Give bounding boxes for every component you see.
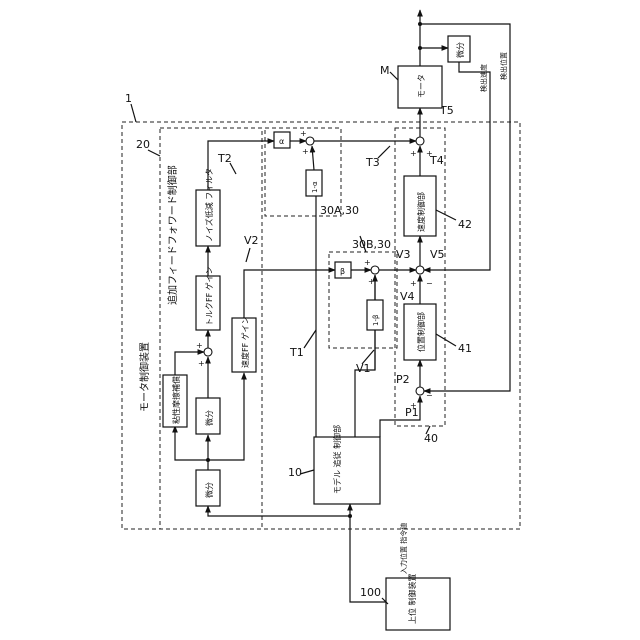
- v2-label: V2: [244, 234, 259, 247]
- position-controller-label: 位置制御部: [416, 312, 426, 352]
- motor-control-device-label: モータ制御装置: [138, 342, 151, 412]
- svg-text:+: +: [364, 258, 371, 267]
- svg-text:+: +: [198, 359, 205, 368]
- motor-tag-label: M: [380, 64, 390, 77]
- p1-label: P1: [405, 406, 419, 419]
- position-sum-junction: [416, 387, 424, 395]
- model-tracking-unit-label: モデル 追従 制御部: [332, 425, 342, 494]
- one-minus-beta-label: 1-β: [372, 315, 380, 326]
- model-tracking-unit-block: [314, 437, 380, 504]
- differentiator-label-a: 微分: [204, 410, 214, 426]
- noise-reduction-filter-label: ノイズ低減 フィルタ: [204, 168, 214, 242]
- additional-ff-unit-label: 追加フィードフォワード制御部: [166, 165, 179, 305]
- alpha-sum-junction: [306, 137, 314, 145]
- speed-controller-label: 速度制御部: [416, 192, 426, 232]
- svg-text:+: +: [410, 149, 417, 158]
- p2-label: P2: [396, 373, 410, 386]
- number-42-label: 42: [458, 218, 472, 231]
- upper-controller-label: 上位 制御装置: [407, 573, 417, 624]
- v5-label: V5: [430, 248, 445, 261]
- device-number-label: 1: [125, 92, 132, 105]
- differentiator-label-top: 微分: [455, 42, 465, 58]
- beta-label: β: [340, 267, 345, 276]
- svg-text:−: −: [426, 279, 433, 288]
- detected-speed-label: 検出速度: [479, 64, 488, 92]
- label-30b: 30B,30: [352, 238, 391, 251]
- t4-label: T4: [429, 154, 444, 167]
- t2-label: T2: [217, 152, 232, 165]
- torque-ff-gain-label: トルクFF ゲイン: [204, 266, 214, 326]
- ff-sum-junction: [204, 348, 212, 356]
- alpha-label: α: [279, 137, 284, 146]
- t3-label: T3: [365, 156, 380, 169]
- v1-label: V1: [356, 362, 371, 375]
- svg-text:+: +: [196, 341, 203, 350]
- viscous-friction-comp-label: 粘性摩擦補償: [171, 376, 181, 424]
- motor-label: モータ: [417, 74, 426, 98]
- detected-position-label: 検出位置: [499, 52, 508, 80]
- number-41-label: 41: [458, 342, 472, 355]
- number-20-label: 20: [136, 138, 150, 151]
- svg-text:+: +: [302, 147, 309, 156]
- v4-label: V4: [400, 290, 415, 303]
- svg-text:+: +: [410, 279, 417, 288]
- svg-text:+: +: [300, 129, 307, 138]
- input-position-command-label: 入力位置 指令値: [399, 523, 408, 574]
- svg-text:+: +: [368, 277, 375, 286]
- svg-text:−: −: [426, 391, 433, 400]
- speed-sum-junction: [416, 266, 424, 274]
- number-100-label: 100: [360, 586, 381, 599]
- number-10-label: 10: [288, 466, 302, 479]
- upper-controller-block: [386, 578, 450, 630]
- label-30a: 30A,30: [320, 204, 359, 217]
- t1-label: T1: [289, 346, 304, 359]
- one-minus-alpha-label: 1-α: [311, 181, 319, 193]
- torque-sum-junction: [416, 137, 424, 145]
- v3-label: V3: [396, 248, 411, 261]
- differentiator-label-b: 微分: [204, 482, 214, 498]
- speed-ff-gain-label: 速度FF ゲイン: [240, 316, 250, 368]
- beta-sum-junction: [371, 266, 379, 274]
